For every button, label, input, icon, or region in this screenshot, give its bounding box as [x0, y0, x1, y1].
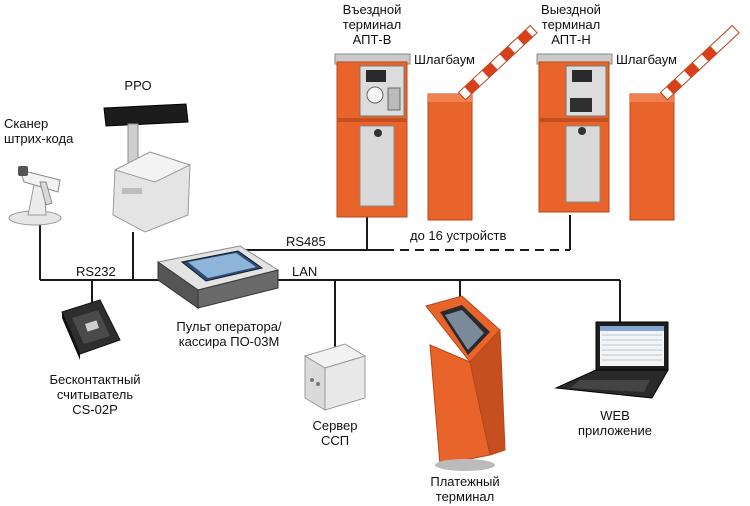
barrier-1-icon [427, 24, 538, 221]
payment-terminal-icon [425, 295, 506, 471]
laptop-icon [554, 321, 669, 399]
entry-terminal-icon [334, 53, 411, 218]
connection-lines [39, 215, 621, 348]
exit-terminal-label: Выездной терминал АПТ-Н [541, 2, 601, 47]
prr-label: РРО [124, 78, 152, 93]
payment-terminal-label: Платежный терминал [430, 474, 500, 504]
entry-terminal-label: Въездной терминал АПТ-В [342, 2, 402, 47]
fiscal-printer-icon [103, 103, 192, 233]
lan-label: LAN [292, 264, 318, 279]
rs232-label: RS232 [76, 264, 116, 279]
rs485-label: RS485 [286, 234, 326, 249]
operator-panel-label: Пульт оператора/ кассира ПО-03М [176, 319, 282, 349]
scanner-label: Сканер штрих-кода [4, 116, 74, 146]
operator-panel-icon [156, 245, 280, 309]
barrier-2-icon [629, 24, 740, 221]
barrier-1-label: Шлагбаум [414, 52, 475, 67]
card-reader-label: Бесконтактный считыватель CS-02P [49, 372, 141, 417]
exit-terminal-icon [536, 53, 613, 213]
server-icon [303, 343, 367, 411]
card-reader-icon [61, 299, 121, 360]
up-to-16-label: до 16 устройств [410, 228, 507, 243]
server-label: Сервер ССП [312, 418, 358, 448]
barcode-scanner-icon [8, 166, 62, 226]
web-app-label: WEB приложение [578, 408, 652, 438]
barrier-2-label: Шлагбаум [616, 52, 677, 67]
